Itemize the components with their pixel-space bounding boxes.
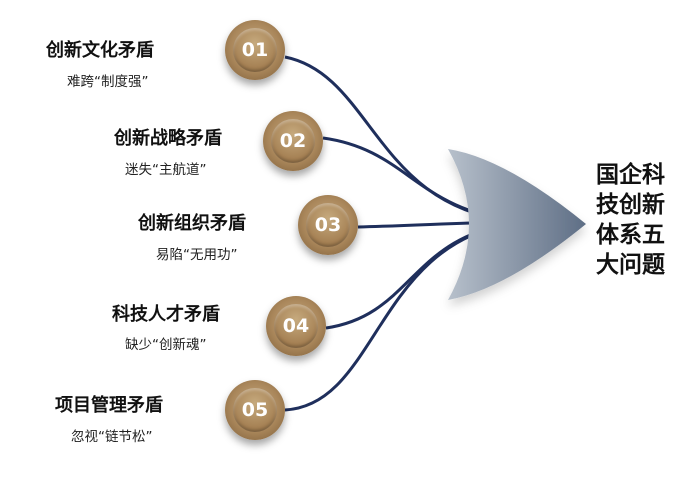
- badge-inner-disc: [233, 388, 277, 432]
- badge-inner-disc: [306, 203, 350, 247]
- item-05-subtitle: 忽视“链节松”: [71, 429, 153, 445]
- item-03-subtitle: 易陷“无用功”: [156, 247, 238, 263]
- item-05-number: 05: [241, 399, 269, 421]
- badge-inner-disc: [271, 119, 315, 163]
- item-04-number: 04: [282, 315, 310, 337]
- item-02-badge: 02: [263, 111, 323, 171]
- item-05-title: 项目管理矛盾: [55, 395, 163, 416]
- item-04-title: 科技人才矛盾: [112, 304, 220, 325]
- item-02-number: 02: [279, 130, 307, 152]
- badge-inner-disc: [274, 304, 318, 348]
- item-03-badge: 03: [298, 195, 358, 255]
- item-03-number: 03: [314, 214, 342, 236]
- item-02-subtitle: 迷失“主航道”: [125, 162, 207, 178]
- item-01-badge: 01: [225, 20, 285, 80]
- item-01-title: 创新文化矛盾: [46, 40, 154, 61]
- center-title-line-3: 体系五: [596, 222, 665, 248]
- item-02-title: 创新战略矛盾: [114, 128, 222, 149]
- arrow-head: [448, 149, 586, 300]
- center-title-line-4: 大问题: [596, 252, 665, 278]
- item-03-title: 创新组织矛盾: [138, 213, 246, 234]
- item-04-badge: 04: [266, 296, 326, 356]
- item-01-subtitle: 难跨“制度强”: [67, 74, 149, 90]
- item-05-badge: 05: [225, 380, 285, 440]
- center-title-line-2: 技创新: [596, 192, 665, 218]
- center-title-line-1: 国企科: [596, 162, 665, 188]
- item-04-subtitle: 缺少“创新魂”: [125, 337, 207, 353]
- badge-inner-disc: [233, 28, 277, 72]
- center-title: 国企科 技创新 体系五 大问题: [596, 160, 676, 280]
- item-01-number: 01: [241, 39, 269, 61]
